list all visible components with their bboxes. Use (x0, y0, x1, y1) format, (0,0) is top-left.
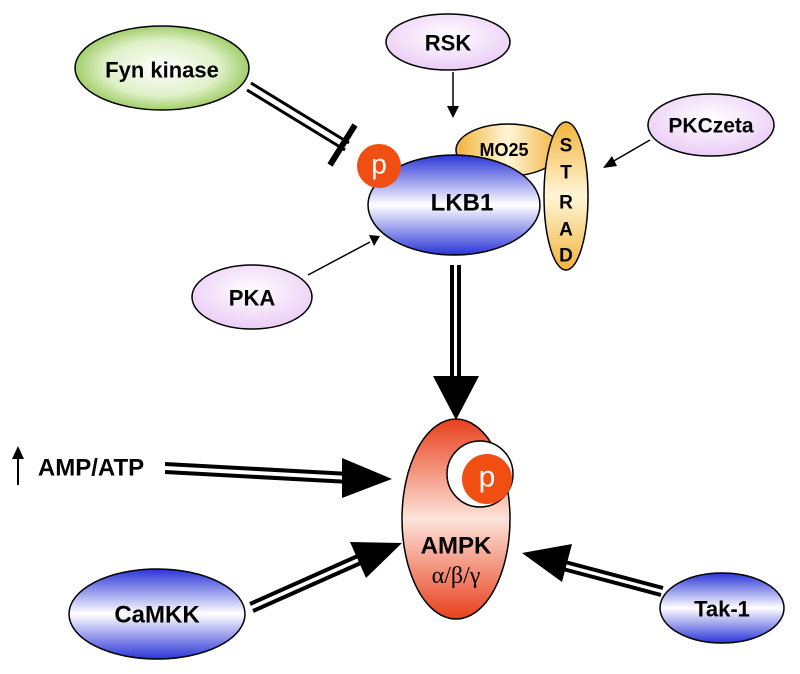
camkk-to-ampk-arrow (249, 542, 402, 613)
ampk-label: AMPK (421, 533, 492, 560)
strad-letter-t: T (560, 163, 572, 184)
amp-atp-to-ampk-arrow (164, 458, 392, 498)
camkk-node: CaMKK (68, 568, 246, 660)
pka-label: PKA (229, 286, 276, 311)
pkczeta-to-strad-arrow (603, 139, 651, 168)
lkb1-phospho-label: p (371, 149, 387, 180)
amp-atp-label: AMP/ATP (38, 455, 144, 482)
rsk-label: RSK (425, 31, 472, 56)
pka-to-lkb1-arrow (307, 235, 380, 276)
lkb1-to-ampk-arrow (433, 265, 479, 420)
strad-letter-d: D (559, 246, 573, 267)
fyn-kinase-label: Fyn kinase (105, 58, 219, 83)
ampk-phospho-badge: p (462, 454, 512, 504)
ampk-subunits-label: α/β/γ (432, 563, 481, 589)
lkb1-node: LKB1 (367, 154, 541, 256)
camkk-label: CaMKK (114, 602, 200, 629)
increase-arrow-icon (12, 446, 24, 485)
rsk-to-lkb1-arrow (447, 72, 459, 118)
strad-letter-r: R (559, 193, 573, 214)
lkb1-label: LKB1 (431, 190, 494, 217)
ampk-node: AMPK α/β/γ (401, 418, 514, 620)
mo25-label: MO25 (479, 140, 528, 160)
strad-letter-a: A (559, 220, 573, 241)
strad-letter-s: S (560, 136, 573, 157)
tak1-label: Tak-1 (694, 597, 750, 622)
fyn-kinase-node: Fyn kinase (74, 25, 250, 111)
ampk-phospho-label: p (479, 461, 496, 494)
lkb1-phospho-badge: p (357, 144, 401, 188)
pkczeta-label: PKCzeta (668, 115, 754, 138)
rsk-node: RSK (385, 13, 511, 71)
pka-node: PKA (191, 264, 313, 330)
tak1-node: Tak-1 (659, 572, 785, 644)
strad-node: S T R A D (543, 121, 589, 271)
fyn-inhibition-arrow (246, 81, 358, 167)
tak1-to-ampk-arrow (522, 544, 664, 597)
pkczeta-node: PKCzeta (647, 93, 775, 157)
